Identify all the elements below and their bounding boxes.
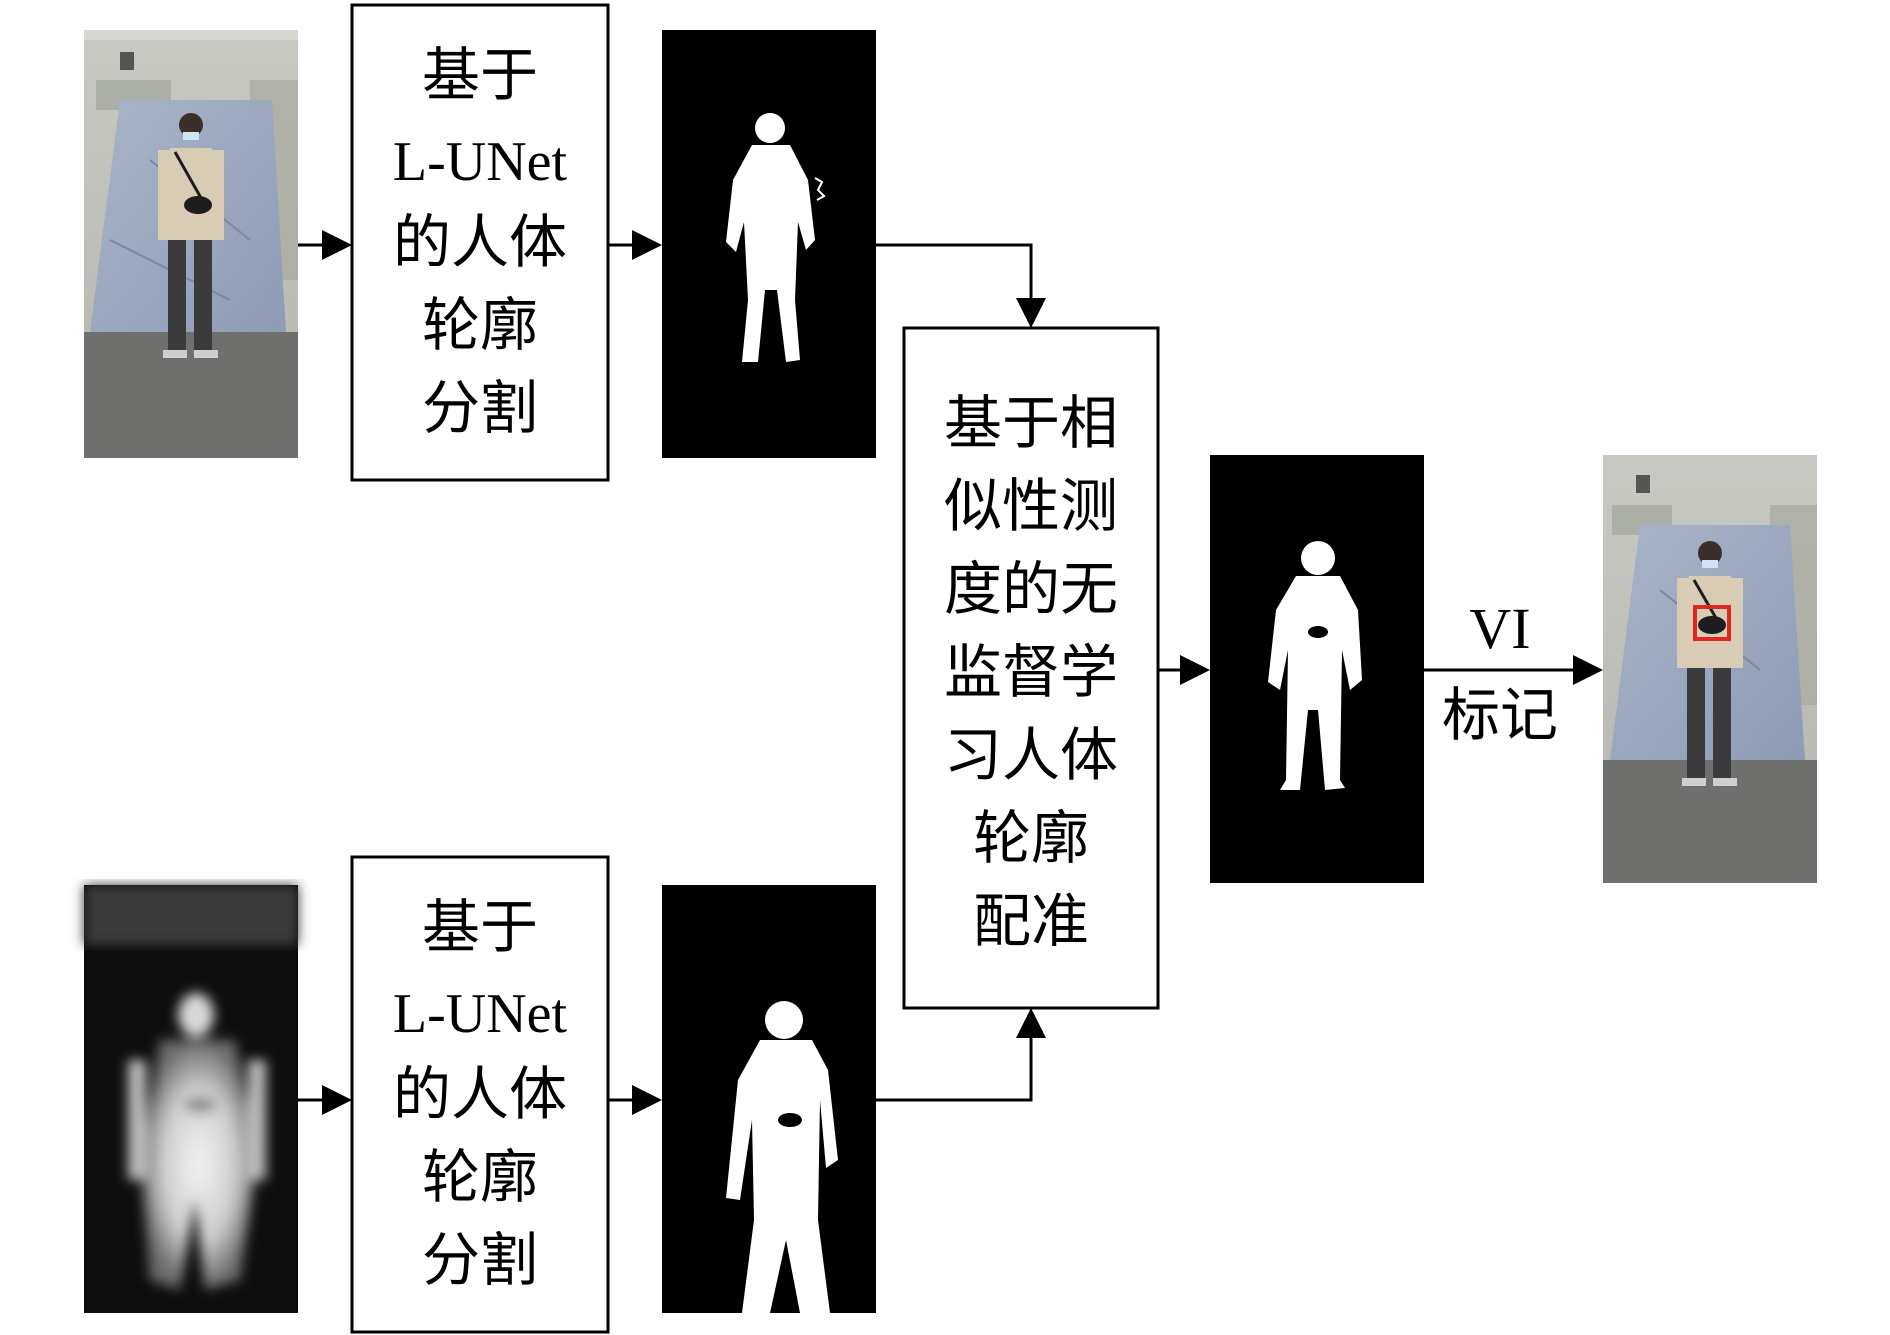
reg-line-1: 基于相 bbox=[944, 389, 1118, 457]
vi-marking-label: VI 标记 bbox=[1442, 596, 1558, 749]
reg-line-7: 配准 bbox=[973, 887, 1089, 955]
mask-thermal bbox=[662, 885, 876, 1313]
seg-box-top: 基于 L-UNet 的人体 轮廓 分割 bbox=[350, 3, 610, 482]
reg-line-3: 度的无 bbox=[944, 555, 1118, 623]
seg-top-line-3: 的人体 bbox=[393, 208, 567, 276]
concealed-object-marker bbox=[1693, 605, 1731, 641]
arrow-mask-bottom-to-reg bbox=[876, 1008, 1046, 1102]
seg-top-line-1: 基于 bbox=[422, 41, 538, 109]
visible-photo bbox=[84, 30, 298, 458]
seg-top-line-4: 轮廓 bbox=[422, 291, 538, 359]
seg-box-bottom: 基于 L-UNet 的人体 轮廓 分割 bbox=[350, 855, 610, 1334]
reg-line-2: 似性测 bbox=[944, 472, 1118, 540]
seg-bottom-line-5: 分割 bbox=[422, 1226, 538, 1294]
seg-bottom-line-1: 基于 bbox=[422, 893, 538, 961]
registration-box: 基于相 似性测 度的无 监督学 习人体 轮廓 配准 bbox=[902, 326, 1160, 1010]
reg-line-4: 监督学 bbox=[944, 638, 1118, 706]
arrow-mask-top-to-reg bbox=[876, 243, 1046, 328]
mask-visible bbox=[662, 30, 876, 458]
seg-bottom-line-2: L-UNet bbox=[393, 983, 568, 1045]
reg-line-5: 习人体 bbox=[944, 721, 1118, 789]
seg-top-line-2: L-UNet bbox=[393, 131, 568, 193]
thermal-photo bbox=[84, 885, 298, 1313]
vi-label-line-2: 标记 bbox=[1442, 681, 1558, 749]
vi-label-line-1: VI bbox=[1469, 596, 1530, 661]
mask-registered bbox=[1210, 455, 1424, 883]
result-photo bbox=[1603, 455, 1817, 883]
connectors bbox=[298, 230, 1603, 1115]
seg-top-line-5: 分割 bbox=[422, 374, 538, 442]
seg-bottom-line-4: 轮廓 bbox=[422, 1143, 538, 1211]
reg-line-6: 轮廓 bbox=[973, 804, 1089, 872]
seg-bottom-line-3: 的人体 bbox=[393, 1060, 567, 1128]
